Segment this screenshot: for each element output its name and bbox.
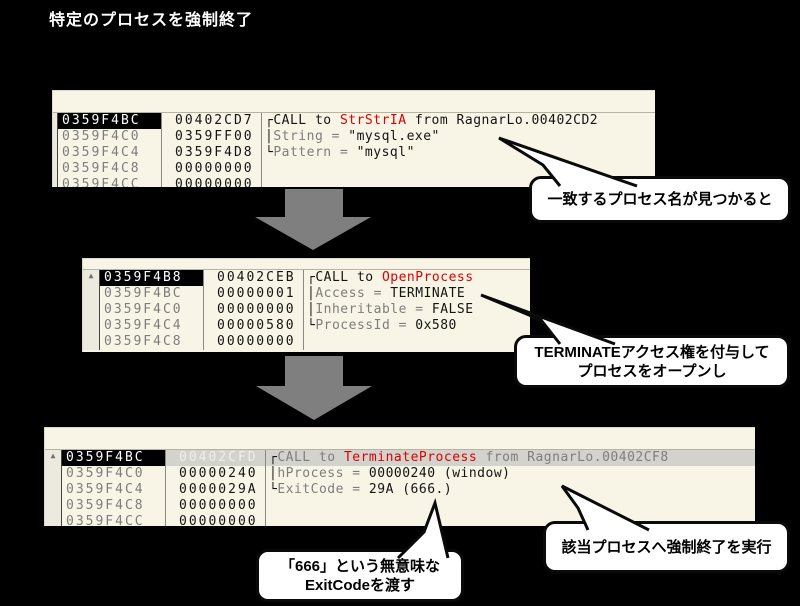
callout-text: 一致するプロセス名が見つかると	[547, 191, 773, 208]
value-cell: 00000000	[162, 161, 262, 177]
callout-text: 該当プロセスへ強制終了を実行	[561, 538, 772, 556]
flow-down-arrow-1	[255, 189, 371, 250]
value-cell: 00000000	[204, 302, 304, 318]
address-cell: 0359F4C8	[62, 498, 166, 514]
address-cell: 0359F4C0	[100, 302, 204, 318]
comment-cell: ┌CALL to TerminateProcess from RagnarLo.…	[269, 450, 669, 465]
callout-text: プロセスをオープンし	[577, 362, 727, 380]
callout-terminate-access: TERMINATEアクセス権を付与して プロセスをオープンし	[514, 335, 790, 388]
address-cell: 0359F4B8	[100, 270, 204, 286]
value-cell: 0000029A	[166, 482, 266, 498]
comment-cell: ┌CALL to StrStrIA from RagnarLo.00402CD2	[265, 113, 599, 128]
comment-cell: └ExitCode = 29A (666.)	[269, 482, 453, 497]
comment-cell: └ProcessId = 0x580	[307, 318, 457, 333]
scrollbar-track	[53, 113, 58, 187]
address-cell: 0359F4C4	[58, 145, 162, 161]
address-cell: 0359F4C0	[62, 466, 166, 482]
comment-cell	[304, 334, 530, 350]
value-cell: 00402CFD	[166, 450, 266, 466]
comment-cell	[266, 498, 755, 514]
scroll-up-icon: ▲	[88, 271, 94, 280]
scrollbar-track: ▲	[45, 450, 62, 526]
value-cell: 00000000	[166, 498, 266, 514]
callout-text: TERMINATEアクセス権を付与して	[534, 343, 770, 361]
value-cell: 00000000	[166, 514, 266, 526]
callout-text: ExitCodeを渡す	[304, 576, 415, 594]
flow-down-arrow-2	[256, 356, 372, 420]
callout-force-terminate: 該当プロセスへ強制終了を実行	[543, 521, 790, 573]
address-cell: 0359F4BC	[62, 450, 166, 466]
address-cell: 0359F4CC	[62, 514, 166, 526]
value-cell: 0359F4D8	[162, 145, 262, 161]
panel-header	[45, 428, 755, 450]
comment-cell: └Pattern = "mysql"	[265, 145, 415, 160]
scroll-up-icon: ▲	[50, 451, 56, 460]
address-cell: 0359F4C0	[58, 129, 162, 145]
address-cell: 0359F4C4	[100, 318, 204, 334]
value-cell: 00402CD7	[162, 113, 262, 129]
address-cell: 0359F4C4	[62, 482, 166, 498]
value-cell: 00000001	[204, 286, 304, 302]
address-cell: 0359F4CC	[58, 177, 162, 187]
panel-header	[53, 91, 655, 113]
comment-cell: ┌CALL to OpenProcess	[307, 270, 474, 285]
comment-cell	[262, 161, 655, 177]
page-title: 特定のプロセスを強制終了	[49, 12, 254, 29]
value-cell: 00000000	[162, 177, 262, 187]
value-cell: 00402CEB	[204, 270, 304, 286]
callout-text: 「666」という無意味な	[279, 557, 441, 575]
comment-cell: │String = "mysql.exe"	[265, 129, 440, 144]
scrollbar-track: ▲	[83, 270, 100, 350]
value-cell: 00000580	[204, 318, 304, 334]
comment-cell: │Inheritable = FALSE	[307, 302, 474, 317]
comment-cell: │Access = TERMINATE	[307, 286, 466, 301]
address-cell: 0359F4BC	[100, 286, 204, 302]
callout-exitcode-666: 「666」という無意味な ExitCodeを渡す	[256, 549, 464, 602]
comment-cell: │hProcess = 00000240 (window)	[269, 466, 511, 481]
address-cell: 0359F4BC	[58, 113, 162, 129]
value-cell: 00000240	[166, 466, 266, 482]
address-cell: 0359F4C8	[58, 161, 162, 177]
value-cell: 0359FF00	[162, 129, 262, 145]
callout-match-found: 一致するプロセス名が見つかると	[529, 176, 791, 223]
address-cell: 0359F4C8	[100, 334, 204, 350]
panel-header	[83, 259, 530, 270]
value-cell: 00000000	[204, 334, 304, 350]
